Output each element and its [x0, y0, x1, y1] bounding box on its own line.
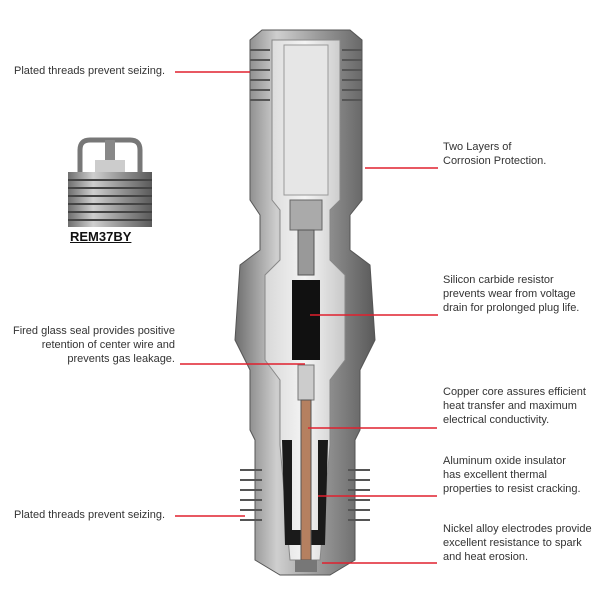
callout-glass-seal: Fired glass seal provides positive reten… — [0, 324, 175, 366]
callout-copper: Copper core assures efficient heat trans… — [443, 385, 586, 427]
model-name: REM37BY — [70, 229, 132, 244]
callout-line: Two Layers of — [443, 141, 512, 153]
callout-line: Corrosion Protection. — [443, 155, 547, 167]
callout-insulator: Aluminum oxide insulator has excellent t… — [443, 454, 581, 496]
spark-plug-thumbnail — [68, 137, 152, 227]
callout-line: Copper core assures efficient — [443, 386, 586, 398]
callout-line: Fired glass seal provides positive — [12, 325, 175, 337]
leader-lines — [175, 71, 438, 564]
callout-line: electrical conductivity. — [443, 414, 550, 426]
callout-line: and heat erosion. — [443, 551, 529, 563]
callout-line: Aluminum oxide insulator — [443, 455, 566, 467]
callout-bottom-threads: Plated threads prevent seizing. — [14, 509, 166, 521]
callout-corrosion: Two Layers of Corrosion Protection. — [443, 140, 546, 168]
callout-line: excellent resistance to spark — [443, 537, 582, 549]
callout-line: properties to resist cracking. — [443, 483, 581, 495]
callout-line: prevents gas leakage. — [67, 353, 175, 365]
callout-line: drain for prolonged plug life. — [443, 302, 580, 314]
callout-electrodes: Nickel alloy electrodes provide excellen… — [443, 522, 592, 564]
callout-line: Nickel alloy electrodes provide — [443, 523, 592, 535]
callout-line: retention of center wire and — [41, 339, 175, 351]
spark-plug-body — [234, 29, 376, 576]
callout-line: heat transfer and maximum — [443, 400, 577, 412]
callout-line: has excellent thermal — [443, 469, 547, 481]
callout-top-threads: Plated threads prevent seizing. — [14, 65, 166, 77]
callout-line: Silicon carbide resistor — [443, 274, 554, 286]
callout-resistor: Silicon carbide resistor prevents wear f… — [443, 273, 579, 315]
callout-line: prevents wear from voltage — [443, 288, 576, 300]
